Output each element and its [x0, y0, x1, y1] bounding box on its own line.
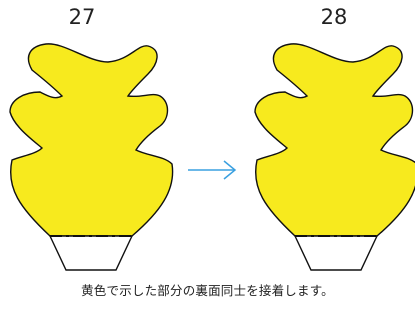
- arrow-right-icon: [188, 160, 237, 180]
- right-yellow-glue-area: [254, 43, 415, 237]
- right-white-tab: [294, 235, 378, 271]
- left-shape-group: [9, 43, 174, 271]
- step-number-right: 28: [321, 5, 348, 29]
- right-shape-group: [254, 43, 415, 271]
- left-yellow-glue-area: [9, 43, 174, 237]
- step-number-left: 27: [69, 5, 96, 29]
- left-white-tab: [49, 235, 133, 271]
- instruction-caption: 黄色で示した部分の裏面同士を接着します。: [81, 283, 334, 298]
